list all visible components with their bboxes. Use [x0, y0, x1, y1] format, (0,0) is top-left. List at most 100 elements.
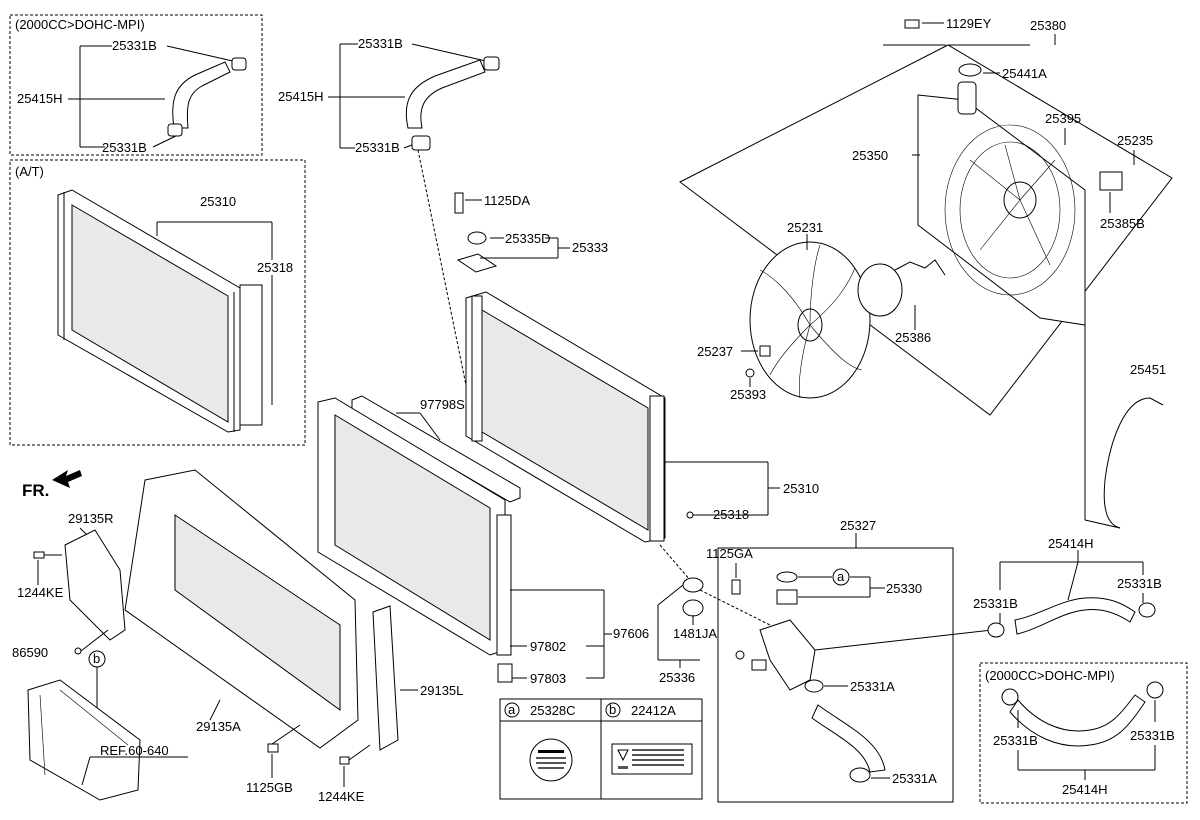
callout-b — [605, 702, 621, 718]
label-25330: 25330 — [886, 581, 922, 596]
gasket-part — [682, 577, 704, 593]
bolt-part — [267, 743, 279, 753]
label-25331B: 25331B — [1117, 576, 1162, 591]
thermostat-group: 25327 a 25330 25331A 25331A — [717, 518, 993, 803]
label-25327: 25327 — [840, 518, 876, 533]
label-25414H: 25414H — [1062, 782, 1108, 797]
radiator-fins-part — [71, 204, 229, 423]
label-1244KE: 1244KE — [17, 585, 64, 600]
label-25235: 25235 — [1117, 133, 1153, 148]
label-25237: 25237 — [697, 344, 733, 359]
label-25331B: 25331B — [1130, 728, 1175, 743]
lower-radiator-hose-part — [1009, 694, 1146, 747]
cap-part — [958, 63, 982, 77]
bolt-part — [454, 192, 464, 214]
label-97798S: 97798S — [420, 397, 465, 412]
label-97606: 97606 — [613, 626, 649, 641]
hose-clamp-part — [231, 57, 247, 71]
callout-a — [504, 702, 520, 718]
front-direction-indicator: FR. — [22, 470, 82, 500]
receiver-drier-cap-part — [497, 663, 513, 683]
legend-b-code: 22412A — [631, 703, 676, 718]
hose-clamp-part — [411, 135, 431, 151]
label-25318: 25318 — [257, 260, 293, 275]
drain-plug-group: 1481JA 25336 1125GA — [657, 544, 781, 685]
resistor-part — [1099, 171, 1123, 191]
group-label-dohc-bottom: (2000CC>DOHC-MPI) — [985, 668, 1115, 683]
hose-clamp-part — [804, 679, 824, 693]
label-25451: 25451 — [1130, 362, 1166, 377]
legend-a-code: 25328C — [530, 703, 576, 718]
reservoir-neck-part — [957, 81, 977, 115]
ref-label: REF.60-640 — [100, 743, 169, 758]
legend-a-letter: a — [508, 702, 516, 717]
callout-a-letter: a — [837, 569, 845, 584]
radiator-hose-part — [172, 61, 231, 129]
air-guard-part — [64, 529, 126, 641]
upper-radiator-hose-part — [405, 59, 486, 129]
hose-clamp-part — [167, 123, 183, 137]
label-25331B: 25331B — [358, 36, 403, 51]
label-1244KE: 1244KE — [318, 789, 365, 804]
label-1125DA: 1125DA — [484, 193, 530, 208]
hose-clamp-part — [849, 767, 871, 783]
air-guard-group: 29135A 1125GB 29135L 1244KE — [124, 469, 463, 804]
overflow-hose-group: 25451 — [1084, 295, 1166, 529]
plug-part — [682, 599, 704, 617]
group-label-at: (A/T) — [15, 164, 44, 179]
label-25414H: 25414H — [1048, 536, 1094, 551]
label-29135A: 29135A — [196, 719, 241, 734]
condenser-group: 97802 97606 97803 — [317, 397, 649, 686]
legend-table: a 25328C b 22412A — [499, 698, 703, 800]
caution-label-round-part — [529, 738, 573, 782]
label-25331A: 25331A — [892, 771, 937, 786]
label-1125GB: 1125GB — [246, 780, 293, 795]
hose-clamp-part — [1146, 681, 1164, 699]
fan-motor-part — [857, 263, 903, 317]
upper-mount-group: 1125DA 25335D 25333 — [454, 192, 608, 273]
label-25441A: 25441A — [1002, 66, 1047, 81]
dohc-hose-group-top: (2000CC>DOHC-MPI) 25331B 25415H 25331B — [9, 14, 263, 156]
front-end-module-part — [27, 679, 141, 801]
label-25415H: 25415H — [17, 91, 63, 106]
condenser-fins-part — [334, 414, 491, 641]
bolt-part — [339, 756, 350, 765]
label-25331A: 25331A — [850, 679, 895, 694]
bolt-part — [731, 579, 741, 595]
legend-b-letter: b — [609, 702, 616, 717]
drain-plug-part — [686, 511, 694, 519]
lower-hose-part — [811, 704, 886, 773]
upper-hose-group: 25331B 25415H 25331B — [278, 36, 500, 396]
lower-radiator-hose-part — [1014, 597, 1136, 635]
label-25385B: 25385B — [1100, 216, 1145, 231]
side-bracket-group: 29135R 1244KE 86590 b REF.60-640 — [12, 511, 188, 801]
bolt-part — [33, 551, 45, 559]
label-29135R: 29135R — [68, 511, 114, 526]
label-25310: 25310 — [783, 481, 819, 496]
bracket-part — [456, 253, 498, 273]
label-25395: 25395 — [1045, 111, 1081, 126]
label-25386: 25386 — [895, 330, 931, 345]
hose-clamp-part — [483, 56, 500, 71]
air-guard-left-part — [372, 605, 399, 751]
label-25331B: 25331B — [112, 38, 157, 53]
callout-b-letter: b — [93, 651, 100, 666]
main-radiator-group: 25310 25318 — [465, 291, 819, 543]
hose-clamp-part — [1001, 688, 1019, 706]
label-25331B: 25331B — [993, 733, 1038, 748]
label-25393: 25393 — [730, 387, 766, 402]
insulator-part — [467, 231, 487, 245]
cap-part — [776, 589, 798, 605]
label-25380: 25380 — [1030, 18, 1066, 33]
fr-label: FR. — [22, 481, 49, 500]
fan-shroud-group: 25380 1129EY 25441A 25350 25395 25235 25… — [679, 16, 1173, 416]
label-25335D: 25335D — [505, 231, 551, 246]
label-86590: 86590 — [12, 645, 48, 660]
label-97803: 97803 — [530, 671, 566, 686]
label-25310: 25310 — [200, 194, 236, 209]
label-25331B: 25331B — [973, 596, 1018, 611]
label-25336: 25336 — [659, 670, 695, 685]
label-25333: 25333 — [572, 240, 608, 255]
lower-hose-group: 25414H 25331B 25331B — [973, 536, 1162, 638]
